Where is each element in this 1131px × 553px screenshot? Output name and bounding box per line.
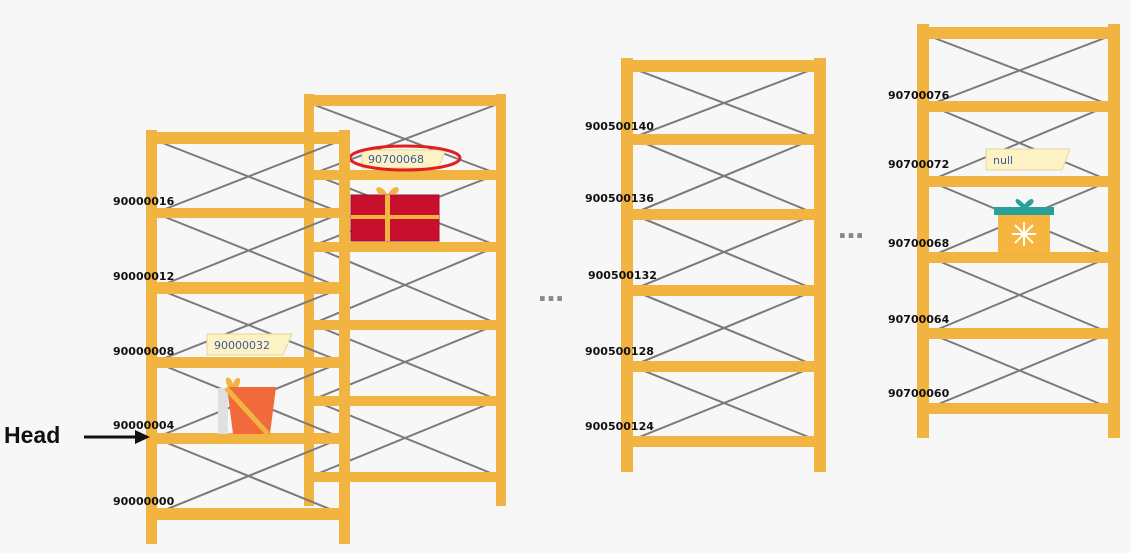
- red-gift-icon: [350, 187, 440, 242]
- address-label: 90700064: [888, 313, 950, 326]
- address-label: 90700060: [888, 387, 950, 400]
- orange-box-gift-icon: [994, 199, 1054, 252]
- head-label: Head: [4, 422, 60, 448]
- address-label: 900500140: [585, 120, 654, 133]
- ellipsis: …: [838, 215, 864, 245]
- address-label: 90700076: [888, 89, 950, 102]
- shelf-2: 90700068: [304, 94, 506, 506]
- next-pointer-value: 90700068: [368, 153, 424, 166]
- next-pointer-note: 90700068: [348, 144, 462, 172]
- shelf-4: 90700076 90700072 90700068 90700064 9070…: [888, 24, 1120, 438]
- address-label: 90000016: [113, 195, 175, 208]
- address-label: 90000004: [113, 419, 175, 432]
- address-label: 900500124: [585, 420, 654, 433]
- address-label: 900500128: [585, 345, 654, 358]
- address-label: 90000008: [113, 345, 174, 358]
- address-label: 900500132: [588, 269, 657, 282]
- address-label: 90700068: [888, 237, 949, 250]
- next-pointer-value: null: [993, 154, 1013, 167]
- address-label: 900500136: [585, 192, 654, 205]
- head-arrow-icon: [84, 430, 150, 444]
- address-label: 90000000: [113, 495, 175, 508]
- shelf-3: 900500140 900500136 900500132 900500128 …: [585, 58, 826, 472]
- shelf-1: 90000016 90000012 90000008 90000004 9000…: [113, 130, 350, 544]
- orange-gift-icon: [218, 377, 276, 436]
- address-label: 90700072: [888, 158, 949, 171]
- address-label: 90000012: [113, 270, 174, 283]
- next-pointer-note: 90000032: [206, 333, 293, 356]
- ellipsis: …: [538, 278, 564, 308]
- next-pointer-value: 90000032: [214, 339, 270, 352]
- next-pointer-note: null: [985, 148, 1071, 171]
